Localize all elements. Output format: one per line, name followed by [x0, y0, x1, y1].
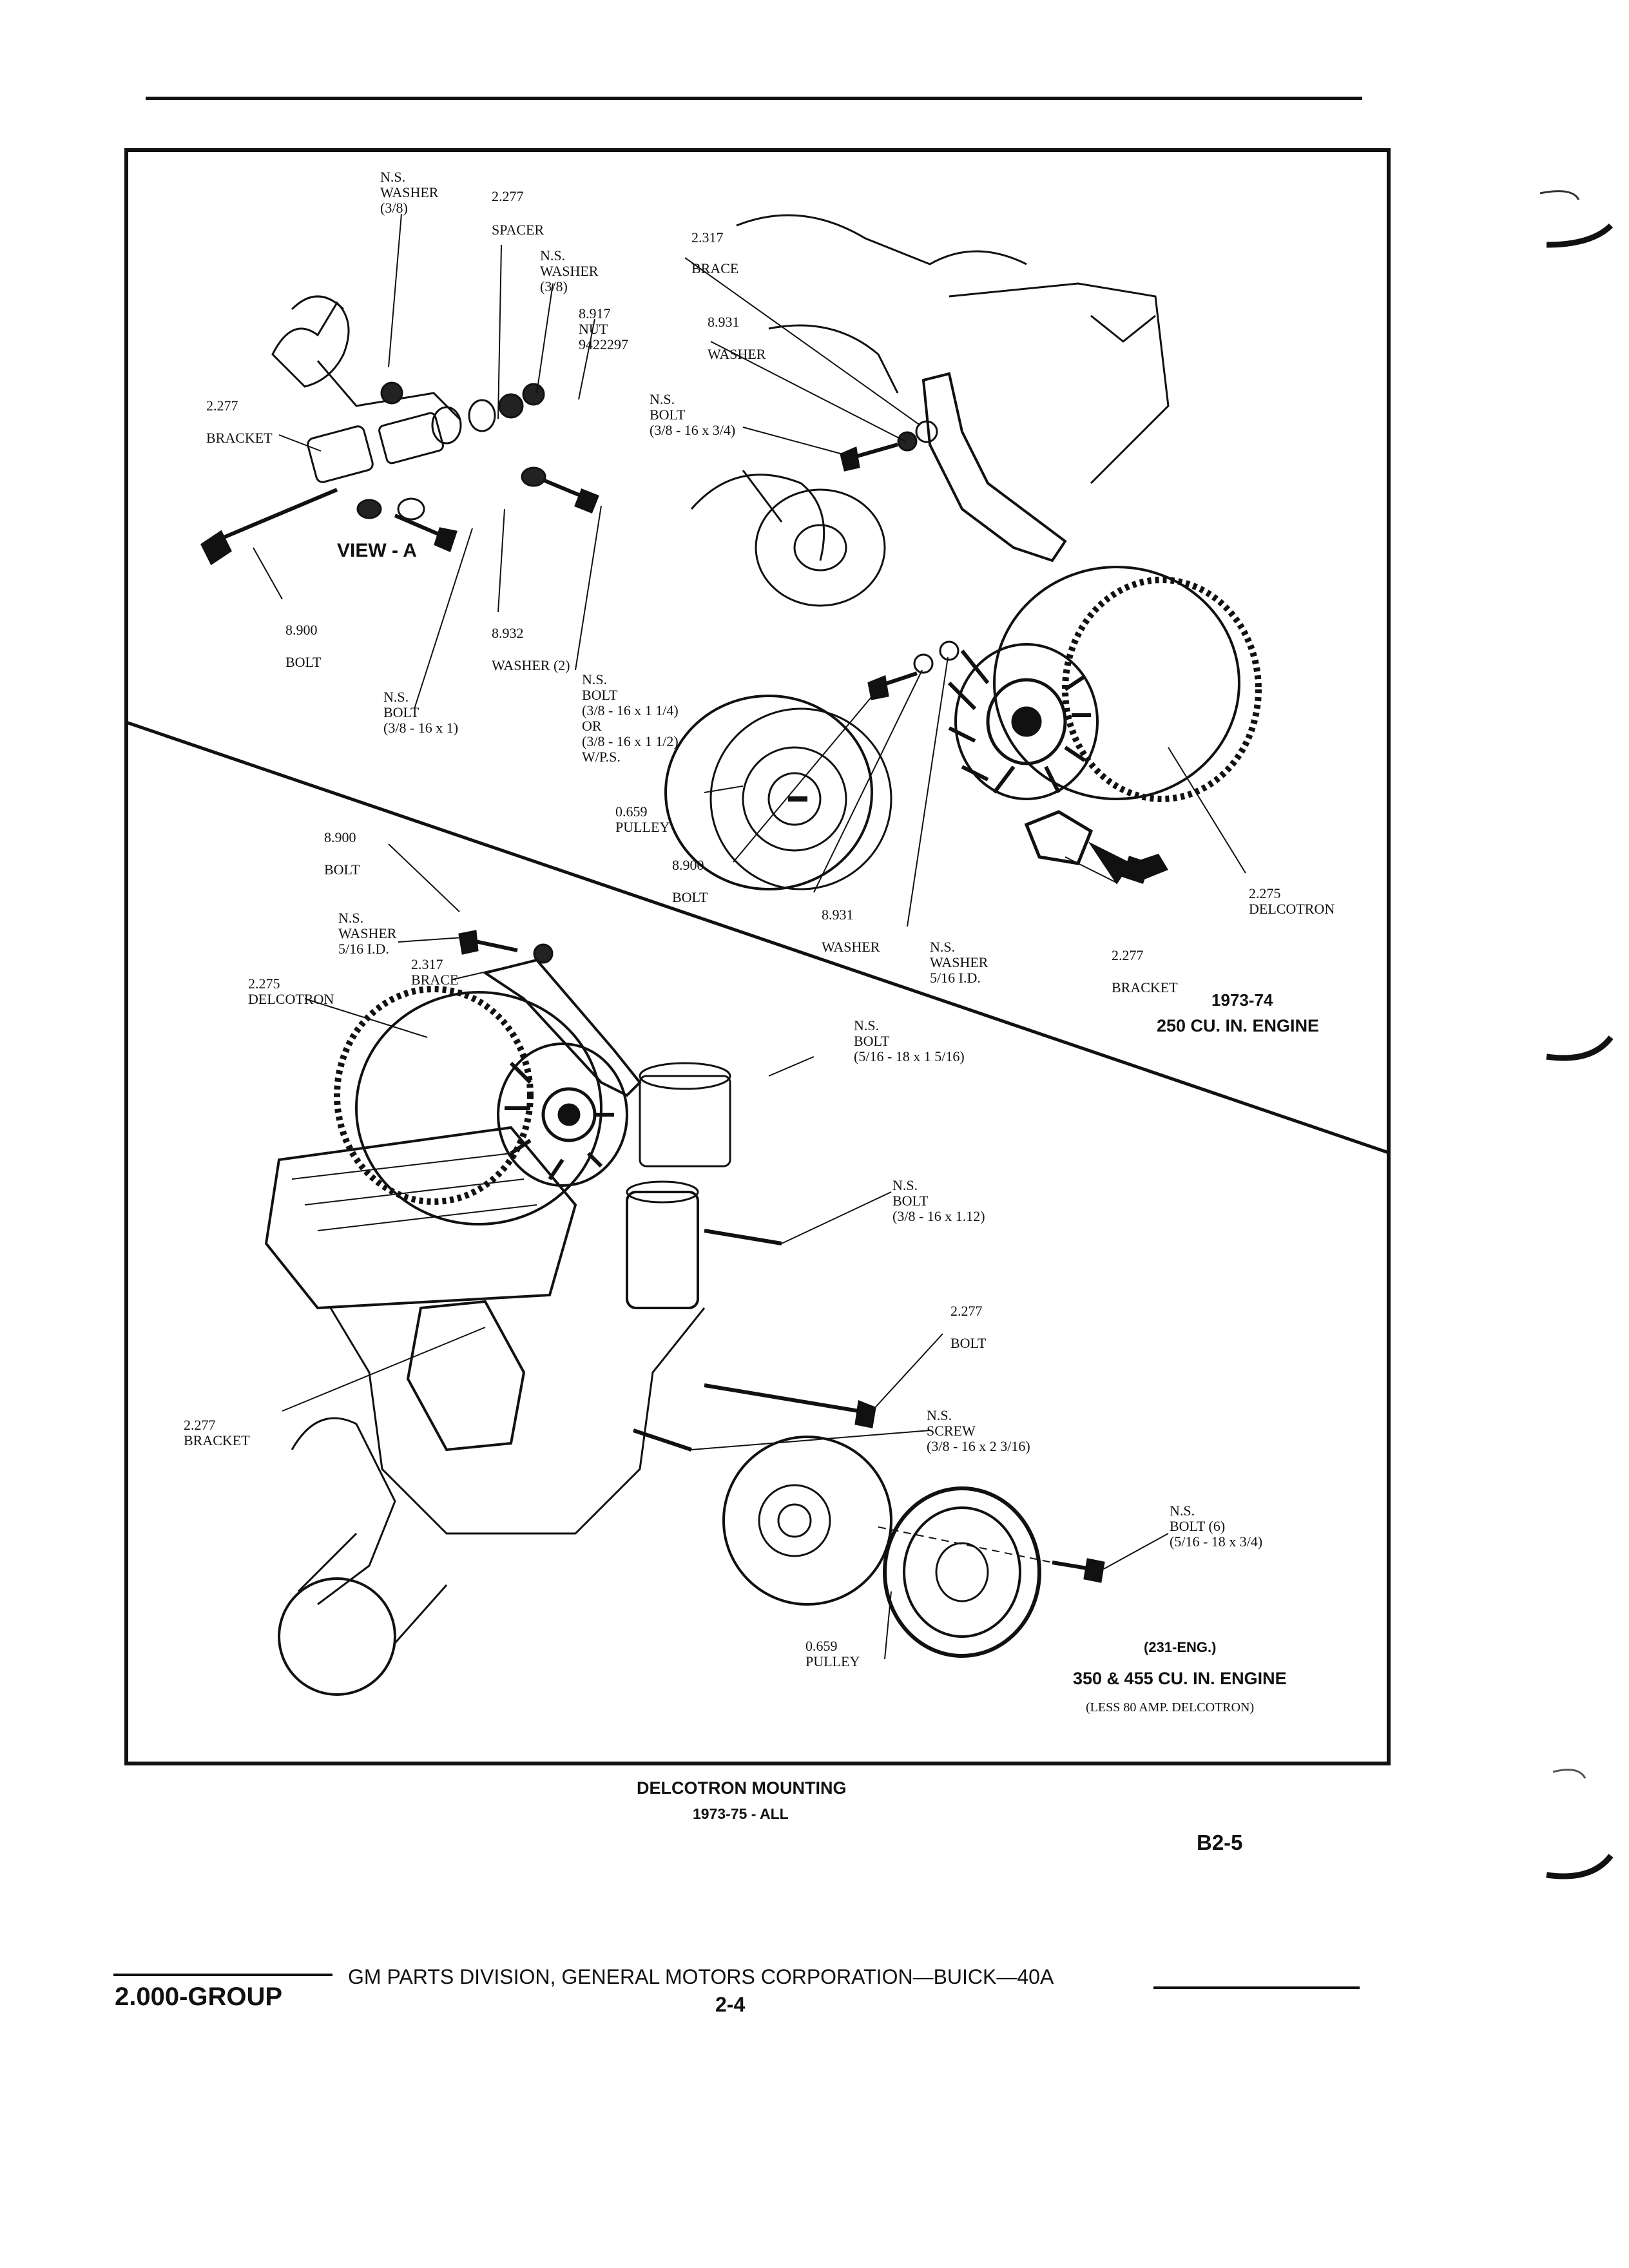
view-a-label: VIEW - A	[337, 540, 417, 561]
label-ns-bolt-112: N.S.BOLT(3/8 - 16 x 1.12)	[892, 1177, 985, 1224]
engine-231-note: (231-ENG.)	[1144, 1639, 1217, 1655]
engine-illustration	[124, 213, 1391, 1696]
label-2277-spacer-num: 2.277	[492, 188, 524, 204]
engine-350-drawing	[264, 930, 1105, 1696]
label-ns-washer-38: N.S.WASHER(3/8)	[380, 169, 439, 216]
engine-250-name: 250 CU. IN. ENGINE	[1157, 1016, 1320, 1035]
engine-350-sub: (LESS 80 AMP. DELCOTRON)	[1086, 1700, 1255, 1715]
footer-page: 2-4	[715, 1993, 746, 2016]
label-ns-screw: N.S.SCREW(3/8 - 16 x 2 3/16)	[927, 1407, 1030, 1454]
label-ns-bolt-1: N.S.BOLT(3/8 - 16 x 1)	[383, 689, 459, 736]
footer-rule-right	[1153, 1986, 1360, 1989]
binder-marks	[1539, 190, 1614, 1879]
view-a-callout	[1130, 854, 1168, 881]
view-a-callout-letter: A	[1124, 880, 1138, 900]
footer-rule-left	[113, 1974, 333, 1976]
label-spacer: SPACER	[492, 222, 545, 238]
label-ns-bolt-6: N.S.BOLT (6)(5/16 - 18 x 3/4)	[1170, 1503, 1263, 1550]
label-ns-bolt-or: N.S.BOLT(3/8 - 16 x 1 1/4)OR(3/8 - 16 x …	[582, 671, 679, 765]
footer-source: GM PARTS DIVISION, GENERAL MOTORS CORPOR…	[348, 1965, 1054, 1988]
label-ns-washer-38-b: N.S.WASHER(3/8)	[540, 247, 599, 294]
engine-350-name: 350 & 455 CU. IN. ENGINE	[1073, 1669, 1287, 1688]
page-code: B2-5	[1197, 1831, 1243, 1854]
footer-group: 2.000-GROUP	[115, 1983, 283, 2011]
label-ns-bolt-516: N.S.BOLT(5/16 - 18 x 1 5/16)	[854, 1017, 965, 1064]
engine-250-year: 1973-74	[1211, 990, 1273, 1010]
illustration-frame	[124, 148, 1391, 1765]
view-a-drawing	[200, 295, 599, 566]
label-ns-bolt-34: N.S.BOLT(3/8 - 16 x 3/4)	[650, 391, 736, 438]
figure-caption-subtitle: 1973-75 - ALL	[693, 1805, 789, 1822]
figure-caption-title: DELCOTRON MOUNTING	[637, 1778, 847, 1798]
header-rule	[146, 97, 1362, 100]
